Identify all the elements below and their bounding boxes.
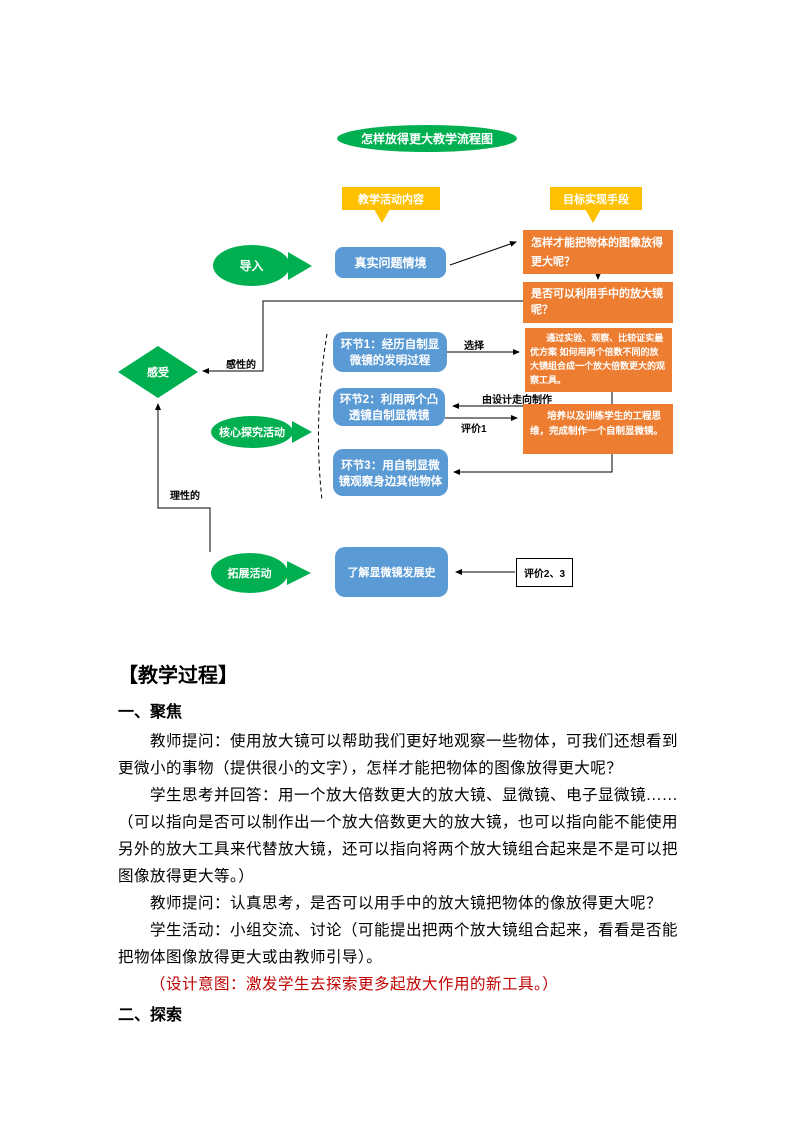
stage-core-arrow-icon — [292, 421, 312, 443]
stage-intro: 导入 — [213, 245, 290, 286]
box-method-1: 通过实验、观察、比较证实最优方案 如何用两个倍数不同的放大镜组合成一个放大倍数更… — [525, 328, 672, 392]
arrow-situation-to-q1 — [449, 241, 517, 266]
box-question-1: 怎样才能把物体的图像放得更大呢？ — [523, 230, 673, 274]
callout-tail-icon — [374, 209, 390, 223]
arrow-m2-to-step3 — [453, 454, 613, 475]
edge-label-evaluation-1: 评价1 — [461, 424, 487, 435]
edge-label-rational: 理性的 — [170, 491, 200, 502]
box-method-2: 培养以及训练学生的工程思维，完成制作一个自制显微镜。 — [523, 404, 673, 454]
doc-line: 学生活动：小组交流、讨论（可能提出把两个放大镜组合起来，看看是否能 — [150, 922, 679, 939]
doc-line-design-intent: （设计意图：激发学生去探索更多起放大作用的新工具。） — [150, 976, 559, 993]
doc-line: 教师提问：使用放大镜可以帮助我们更好地观察一些物体，可我们还想看到 — [150, 733, 679, 750]
arrow-q2-to-diamond — [202, 300, 523, 374]
target-column-callout: 目标实现手段 — [550, 187, 642, 210]
doc-line: 更微小的事物（提供很小的文字），怎样才能把物体的图像放得更大呢？ — [118, 760, 623, 777]
edge-label-perceptual: 感性的 — [226, 360, 256, 371]
box-microscope-history: 了解显微镜发展史 — [335, 547, 448, 597]
flowchart-title: 怎样放得更大教学流程图 — [337, 125, 517, 152]
doc-line: 教师提问：认真思考，是否可以用手中的放大镜把物体的像放得更大呢？ — [150, 895, 663, 912]
doc-heading-teaching-process: 【教学过程】 — [118, 665, 238, 687]
box-evaluation-2-3: 评价2、3 — [516, 558, 573, 587]
doc-line: 图像放得更大等。） — [118, 868, 255, 885]
edge-label-choose: 选择 — [464, 341, 484, 352]
stage-extension-arrow-icon — [287, 561, 311, 585]
doc-line: （可以指向是否可以制作出一个放大倍数更大的放大镜，也可以指向能不能使用 — [118, 814, 679, 831]
doc-line: 另外的放大工具来代替放大镜，还可以指向将两个放大镜组合起来是不是可以把 — [118, 841, 679, 858]
box-question-2: 是否可以利用手中的放大镜呢？ — [523, 282, 673, 323]
stage-extension: 拓展活动 — [211, 553, 288, 593]
edge-label-design-to-make: 由设计走向制作 — [482, 395, 552, 406]
arrow-extension-to-diamond — [155, 403, 211, 552]
box-step1: 环节1：经历自制显微镜的发明过程 — [333, 332, 447, 372]
doc-section-1-focus: 一、聚焦 — [118, 704, 183, 721]
activity-column-callout: 教学活动内容 — [342, 187, 440, 210]
doc-line: 学生思考并回答：用一个放大倍数更大的放大镜、显微镜、电子显微镜…… — [150, 787, 679, 804]
doc-line: 把物体图像放得更大或由教师引导）。 — [118, 949, 383, 966]
dashed-bracket — [317, 333, 328, 501]
doc-section-2-explore: 二、探索 — [118, 1007, 183, 1024]
stage-core-inquiry: 核心探究活动 — [211, 416, 293, 448]
box-step2: 环节2：利用两个凸透镜自制显微镜 — [333, 388, 445, 426]
box-real-problem-situation: 真实问题情境 — [335, 247, 446, 278]
teaching-flowchart: 怎样放得更大教学流程图 教学活动内容 目标实现手段 导入 真实问题情境 怎样才能… — [118, 125, 673, 597]
document-body: 【教学过程】 一、聚焦 教师提问：使用放大镜可以帮助我们更好地观察一些物体，可我… — [118, 659, 680, 1025]
callout-tail-icon — [585, 209, 601, 223]
box-step3: 环节3：用自制显微镜观察身边其他物体 — [333, 449, 448, 496]
stage-intro-arrow-icon — [288, 252, 312, 280]
